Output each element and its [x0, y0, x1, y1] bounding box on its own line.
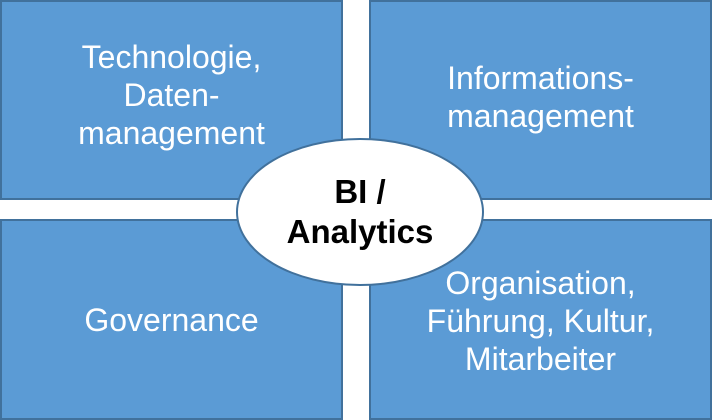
center-label-line: Analytics	[286, 213, 434, 250]
quadrant-label: Governance	[84, 301, 258, 339]
quadrant-label-line: Technologie,	[81, 39, 262, 75]
quadrant-label-line: Daten-	[123, 77, 220, 113]
quadrant-label-line: Informations-	[447, 60, 634, 96]
quadrant-label-line: management	[78, 115, 265, 151]
quadrant-label-line: Führung, Kultur,	[426, 302, 655, 339]
quadrant-governance: Governance	[0, 219, 343, 420]
center-label-line: BI /	[334, 173, 386, 210]
center-label: BI / Analytics	[287, 172, 434, 252]
quadrant-label: Technologie, Daten- management	[78, 38, 265, 152]
quadrant-technologie-datenmanagement: Technologie, Daten- management	[0, 0, 343, 200]
quadrant-label-line: Organisation,	[445, 264, 636, 301]
quadrant-label-line: Mitarbeiter	[464, 340, 617, 377]
quadrant-label: Informations- management	[447, 59, 634, 135]
quadrant-label-line: Governance	[84, 301, 259, 338]
quadrant-informationsmanagement: Informations- management	[369, 0, 712, 200]
center-ellipse-bi-analytics: BI / Analytics	[236, 138, 484, 286]
quadrant-label-line: management	[447, 98, 634, 134]
quadrant-label: Organisation, Führung, Kultur, Mitarbeit…	[427, 264, 655, 378]
